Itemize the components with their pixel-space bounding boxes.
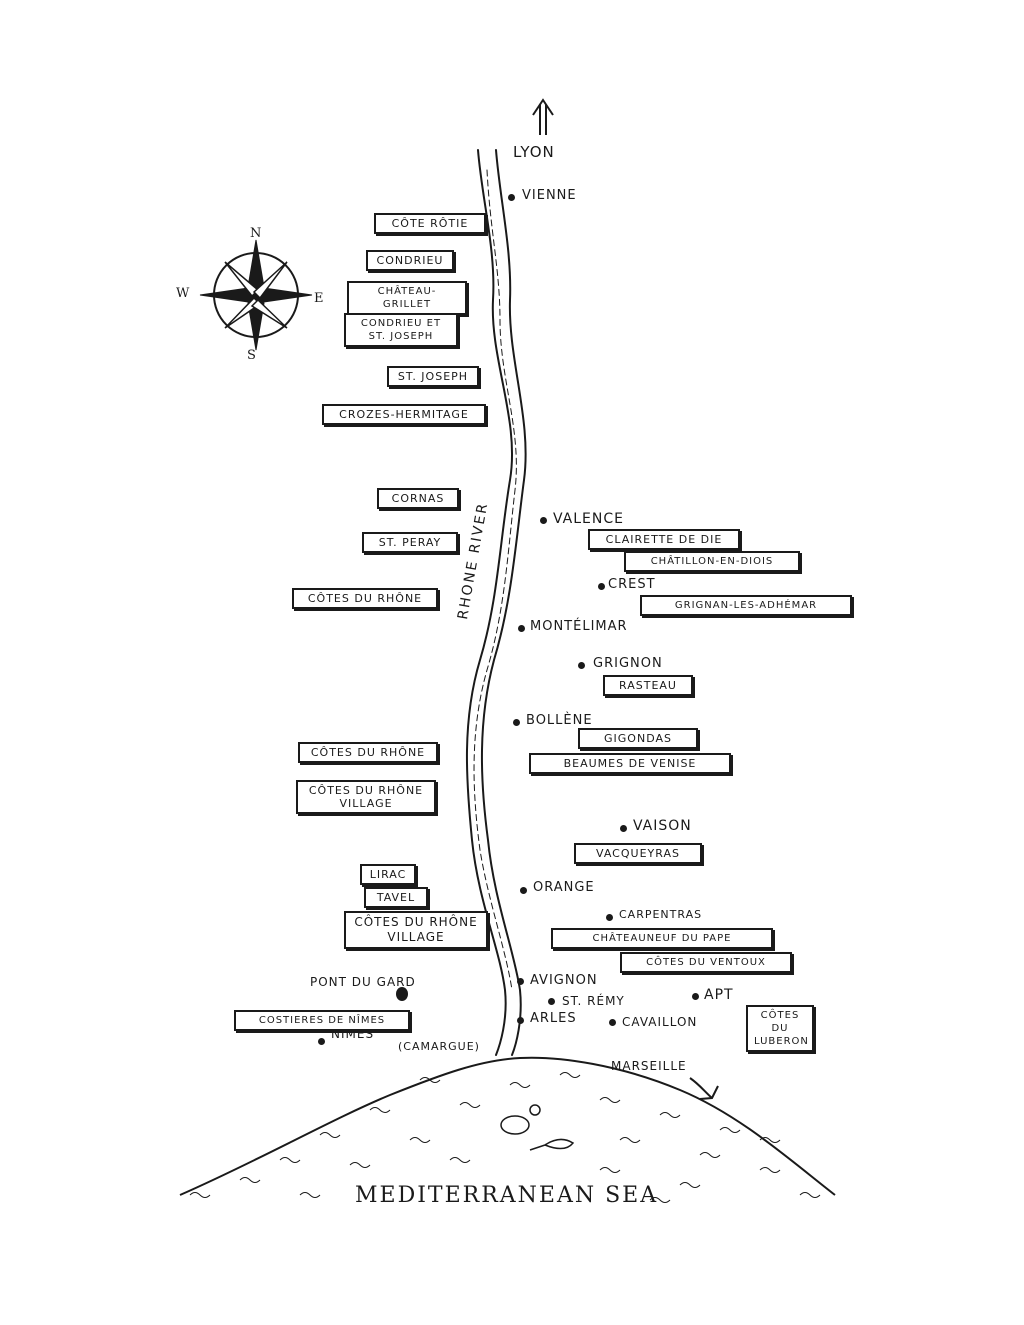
town-dot <box>598 583 605 590</box>
town-dot <box>578 662 585 669</box>
compass-n-label: N <box>250 226 262 241</box>
town-orange: ORANGE <box>533 880 595 895</box>
town-camargue: (CAMARGUE) <box>398 1040 480 1053</box>
appellation-chateauneuf-du-pape: CHÂTEAUNEUF DU PAPE <box>551 928 773 949</box>
town-carpentras: CARPENTRAS <box>619 908 703 921</box>
appellation-tavel: TAVEL <box>364 887 428 908</box>
town-dot <box>609 1019 616 1026</box>
town-dot <box>620 825 627 832</box>
north-arrow-icon <box>532 98 554 135</box>
town-valence: VALENCE <box>553 511 624 527</box>
town-marseille: MARSEILLE <box>611 1059 687 1073</box>
town-dot <box>548 998 555 1005</box>
appellation-clairette-de-die: CLAIRETTE DE DIE <box>588 529 740 550</box>
appellation-condrieu-st-joseph: CONDRIEU ET ST. JOSEPH <box>344 313 458 347</box>
rhone-river-line <box>465 149 527 1056</box>
town-montelimar: MONTÉLIMAR <box>530 619 628 634</box>
town-apt: APT <box>704 987 734 1003</box>
appellation-beaumes-de-venise: BEAUMES DE VENISE <box>529 753 731 774</box>
appellation-rasteau: RASTEAU <box>603 675 693 696</box>
town-lyon: LYON <box>513 143 555 161</box>
town-vienne: VIENNE <box>522 188 577 203</box>
appellation-cotes-du-rhone-village-2: CÔTES DU RHÔNE VILLAGE <box>344 911 488 949</box>
town-dot <box>520 887 527 894</box>
town-grignon: GRIGNON <box>593 656 663 671</box>
appellation-cotes-du-rhone-village-1: CÔTES DU RHÔNE VILLAGE <box>296 780 436 814</box>
town-dot <box>517 978 524 985</box>
town-dot <box>517 1017 524 1024</box>
town-pont-du-gard: PONT DU GARD <box>310 975 416 989</box>
mediterranean-sea-area <box>179 1056 836 1203</box>
town-crest: CREST <box>608 577 656 592</box>
compass-w-label: W <box>176 286 190 301</box>
appellation-costieres-de-nimes: COSTIERES DE NÎMES <box>234 1010 410 1031</box>
appellation-gigondas: GIGONDAS <box>578 728 698 749</box>
town-cavaillon: CAVAILLON <box>622 1015 698 1029</box>
compass-e-label: E <box>314 291 324 306</box>
appellation-chatillon-en-diois: CHÂTILLON-EN-DIOIS <box>624 551 800 572</box>
town-vaison: VAISON <box>633 818 692 834</box>
town-dot <box>692 993 699 1000</box>
appellation-chateau-grillet: CHÂTEAU-GRILLET <box>347 281 467 315</box>
appellation-lirac: LIRAC <box>360 864 416 885</box>
appellation-cotes-du-luberon: CÔTES DU LUBERON <box>746 1005 814 1052</box>
appellation-crozes-hermitage: CROZES-HERMITAGE <box>322 404 486 425</box>
compass-rose-icon <box>199 239 313 351</box>
appellation-grignan-les-adhemar: GRIGNAN-LES-ADHÉMAR <box>640 595 852 616</box>
town-dot <box>508 194 515 201</box>
town-dot <box>318 1038 325 1045</box>
appellation-cotes-du-rhone-1: CÔTES DU RHÔNE <box>292 588 438 609</box>
pont-du-gard-marker <box>396 987 408 1001</box>
town-dot <box>540 517 547 524</box>
town-arles: ARLES <box>530 1011 577 1026</box>
appellation-cotes-du-ventoux: CÔTES DU VENTOUX <box>620 952 792 973</box>
town-st-remy: ST. RÉMY <box>562 994 625 1008</box>
marseille-arrow-icon <box>689 1077 719 1100</box>
fish-doodle-icon <box>500 1104 575 1151</box>
appellation-st-peray: ST. PERAY <box>362 532 458 553</box>
compass-s-label: S <box>247 348 256 363</box>
sea-label: MEDITERRANEAN SEA <box>355 1183 659 1208</box>
town-dot <box>518 625 525 632</box>
appellation-cornas: CORNAS <box>377 488 459 509</box>
appellation-st-joseph: ST. JOSEPH <box>387 366 479 387</box>
town-avignon: AVIGNON <box>530 973 598 988</box>
appellation-cotes-du-rhone-2: CÔTES DU RHÔNE <box>298 742 438 763</box>
town-dot <box>513 719 520 726</box>
appellation-condrieu: CONDRIEU <box>366 250 454 271</box>
appellation-vacqueyras: VACQUEYRAS <box>574 843 702 864</box>
appellation-cote-rotie: CÔTE RÔTIE <box>374 213 486 234</box>
town-dot <box>606 914 613 921</box>
town-bollene: BOLLÈNE <box>526 713 593 728</box>
